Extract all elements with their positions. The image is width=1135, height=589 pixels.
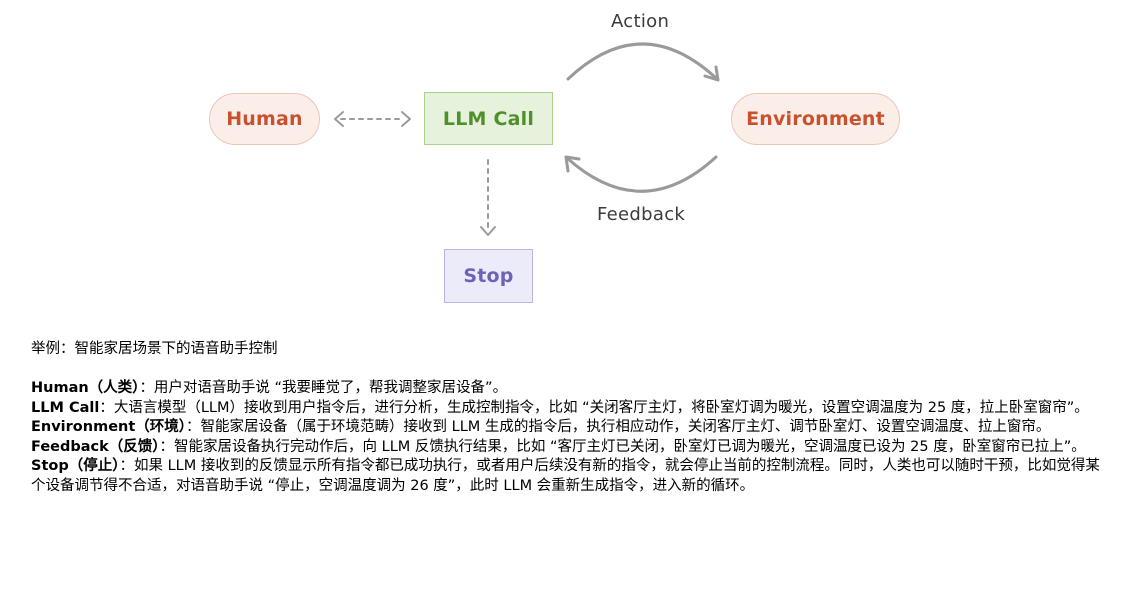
example-item-environment: Environment（环境）：智能家居设备（属于环境范畴）接收到 LLM 生成… bbox=[31, 418, 1113, 438]
stop-node: Stop bbox=[444, 249, 533, 303]
example-term: Human（人类） bbox=[31, 380, 140, 396]
example-item-stop: Stop（停止）：如果 LLM 接收到的反馈显示所有指令都已成功执行，或者用户后… bbox=[31, 457, 1113, 496]
llm-call-node: LLM Call bbox=[424, 92, 553, 145]
action-arrow bbox=[566, 42, 720, 82]
feedback-label: Feedback bbox=[597, 204, 686, 225]
agent-loop-diagram: Human LLM Call Environment Stop Action F… bbox=[209, 11, 900, 303]
example-item-feedback: Feedback（反馈）：智能家居设备执行完动作后，向 LLM 反馈执行结果，比… bbox=[31, 438, 1113, 458]
example-description: ：智能家居设备（属于环境范畴）接收到 LLM 生成的指令后，执行相应动作，关闭客… bbox=[186, 419, 1051, 435]
example-item-llm-call: LLM Call：大语言模型（LLM）接收到用户指令后，进行分析，生成控制指令，… bbox=[31, 399, 1113, 419]
environment-node: Environment bbox=[731, 93, 900, 145]
example-text-block: 举例：智能家居场景下的语音助手控制 Human（人类）：用户对语音助手说 “我要… bbox=[31, 340, 1113, 496]
example-description: ：用户对语音助手说 “我要睡觉了，帮我调整家居设备”。 bbox=[139, 380, 508, 396]
human-llm-dotted-arrow bbox=[334, 111, 411, 127]
example-term: Environment（环境） bbox=[31, 419, 187, 435]
feedback-arrow bbox=[564, 155, 718, 193]
example-term: Feedback（反馈） bbox=[31, 438, 160, 455]
diagram-arrows bbox=[334, 42, 720, 236]
example-description: ：智能家居设备执行完动作后，向 LLM 反馈执行结果，比如 “客厅主灯已关闭，卧… bbox=[159, 438, 1086, 455]
example-description: ：大语言模型（LLM）接收到用户指令后，进行分析，生成控制指令，比如 “关闭客厅… bbox=[99, 399, 1089, 416]
example-term: Stop（停止） bbox=[31, 458, 120, 474]
example-item-human: Human（人类）：用户对语音助手说 “我要睡觉了，帮我调整家居设备”。 bbox=[31, 379, 1113, 399]
action-label: Action bbox=[611, 11, 670, 32]
example-description: ：如果 LLM 接收到的反馈显示所有指令都已成功执行，或者用户后续没有新的指令，… bbox=[31, 458, 1100, 494]
example-intro: 举例：智能家居场景下的语音助手控制 bbox=[31, 341, 278, 357]
llm-stop-dotted-arrow bbox=[480, 159, 496, 236]
human-node: Human bbox=[209, 93, 320, 145]
example-term: LLM Call bbox=[31, 399, 100, 416]
